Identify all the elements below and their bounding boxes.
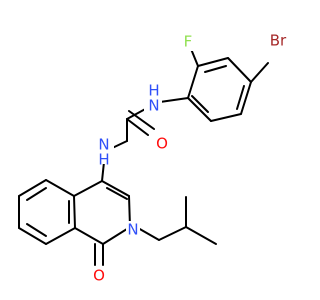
bromine-label: Br (270, 32, 287, 50)
bond (187, 97, 212, 122)
bond (73, 195, 76, 229)
label-background (92, 266, 106, 284)
bond (191, 95, 209, 113)
label-background (266, 31, 290, 51)
bond (137, 227, 160, 241)
bond (250, 62, 269, 83)
molecule-diagram: Br F H N O N H N O (18, 31, 290, 285)
bond (126, 118, 149, 136)
atom-label-layer: Br F H N O N H N O (93, 32, 287, 285)
bond (102, 226, 131, 245)
ring-nitrogen-label: N (127, 221, 138, 239)
bond (185, 226, 217, 245)
bond (18, 227, 47, 245)
bond (227, 57, 252, 83)
bond (18, 179, 47, 197)
label-background (126, 221, 140, 239)
label-background (94, 136, 114, 164)
bond (101, 180, 130, 197)
upper-nh-nitrogen-label: N (148, 97, 159, 115)
middle-nh-hydrogen-label: H (98, 151, 109, 169)
bond (45, 179, 75, 197)
label-background (181, 33, 195, 51)
bond (45, 227, 76, 245)
bond (204, 65, 227, 73)
bond (106, 187, 128, 200)
bond (26, 223, 47, 237)
bond (236, 85, 245, 110)
bond (240, 81, 252, 115)
bond (26, 187, 47, 201)
bond (101, 161, 105, 182)
bond-layer (18, 43, 269, 266)
fluorine-label: F (184, 33, 193, 51)
bond (73, 180, 103, 197)
bond (159, 97, 189, 103)
label-background (144, 88, 162, 113)
bond (197, 57, 229, 67)
label-background-layer (92, 31, 290, 284)
bond (187, 65, 199, 99)
ring-oxygen-label: O (93, 267, 105, 285)
bond (128, 110, 155, 130)
urea-oxygen-label: O (156, 135, 168, 153)
middle-nh-nitrogen-label: N (98, 136, 109, 154)
bond (210, 113, 242, 122)
bond (74, 227, 104, 245)
upper-nh-hydrogen-label: H (148, 82, 159, 100)
label-background (155, 136, 169, 153)
bond (158, 226, 187, 241)
chemical-structure-canvas: Br F H N O N H N O (18, 31, 290, 285)
